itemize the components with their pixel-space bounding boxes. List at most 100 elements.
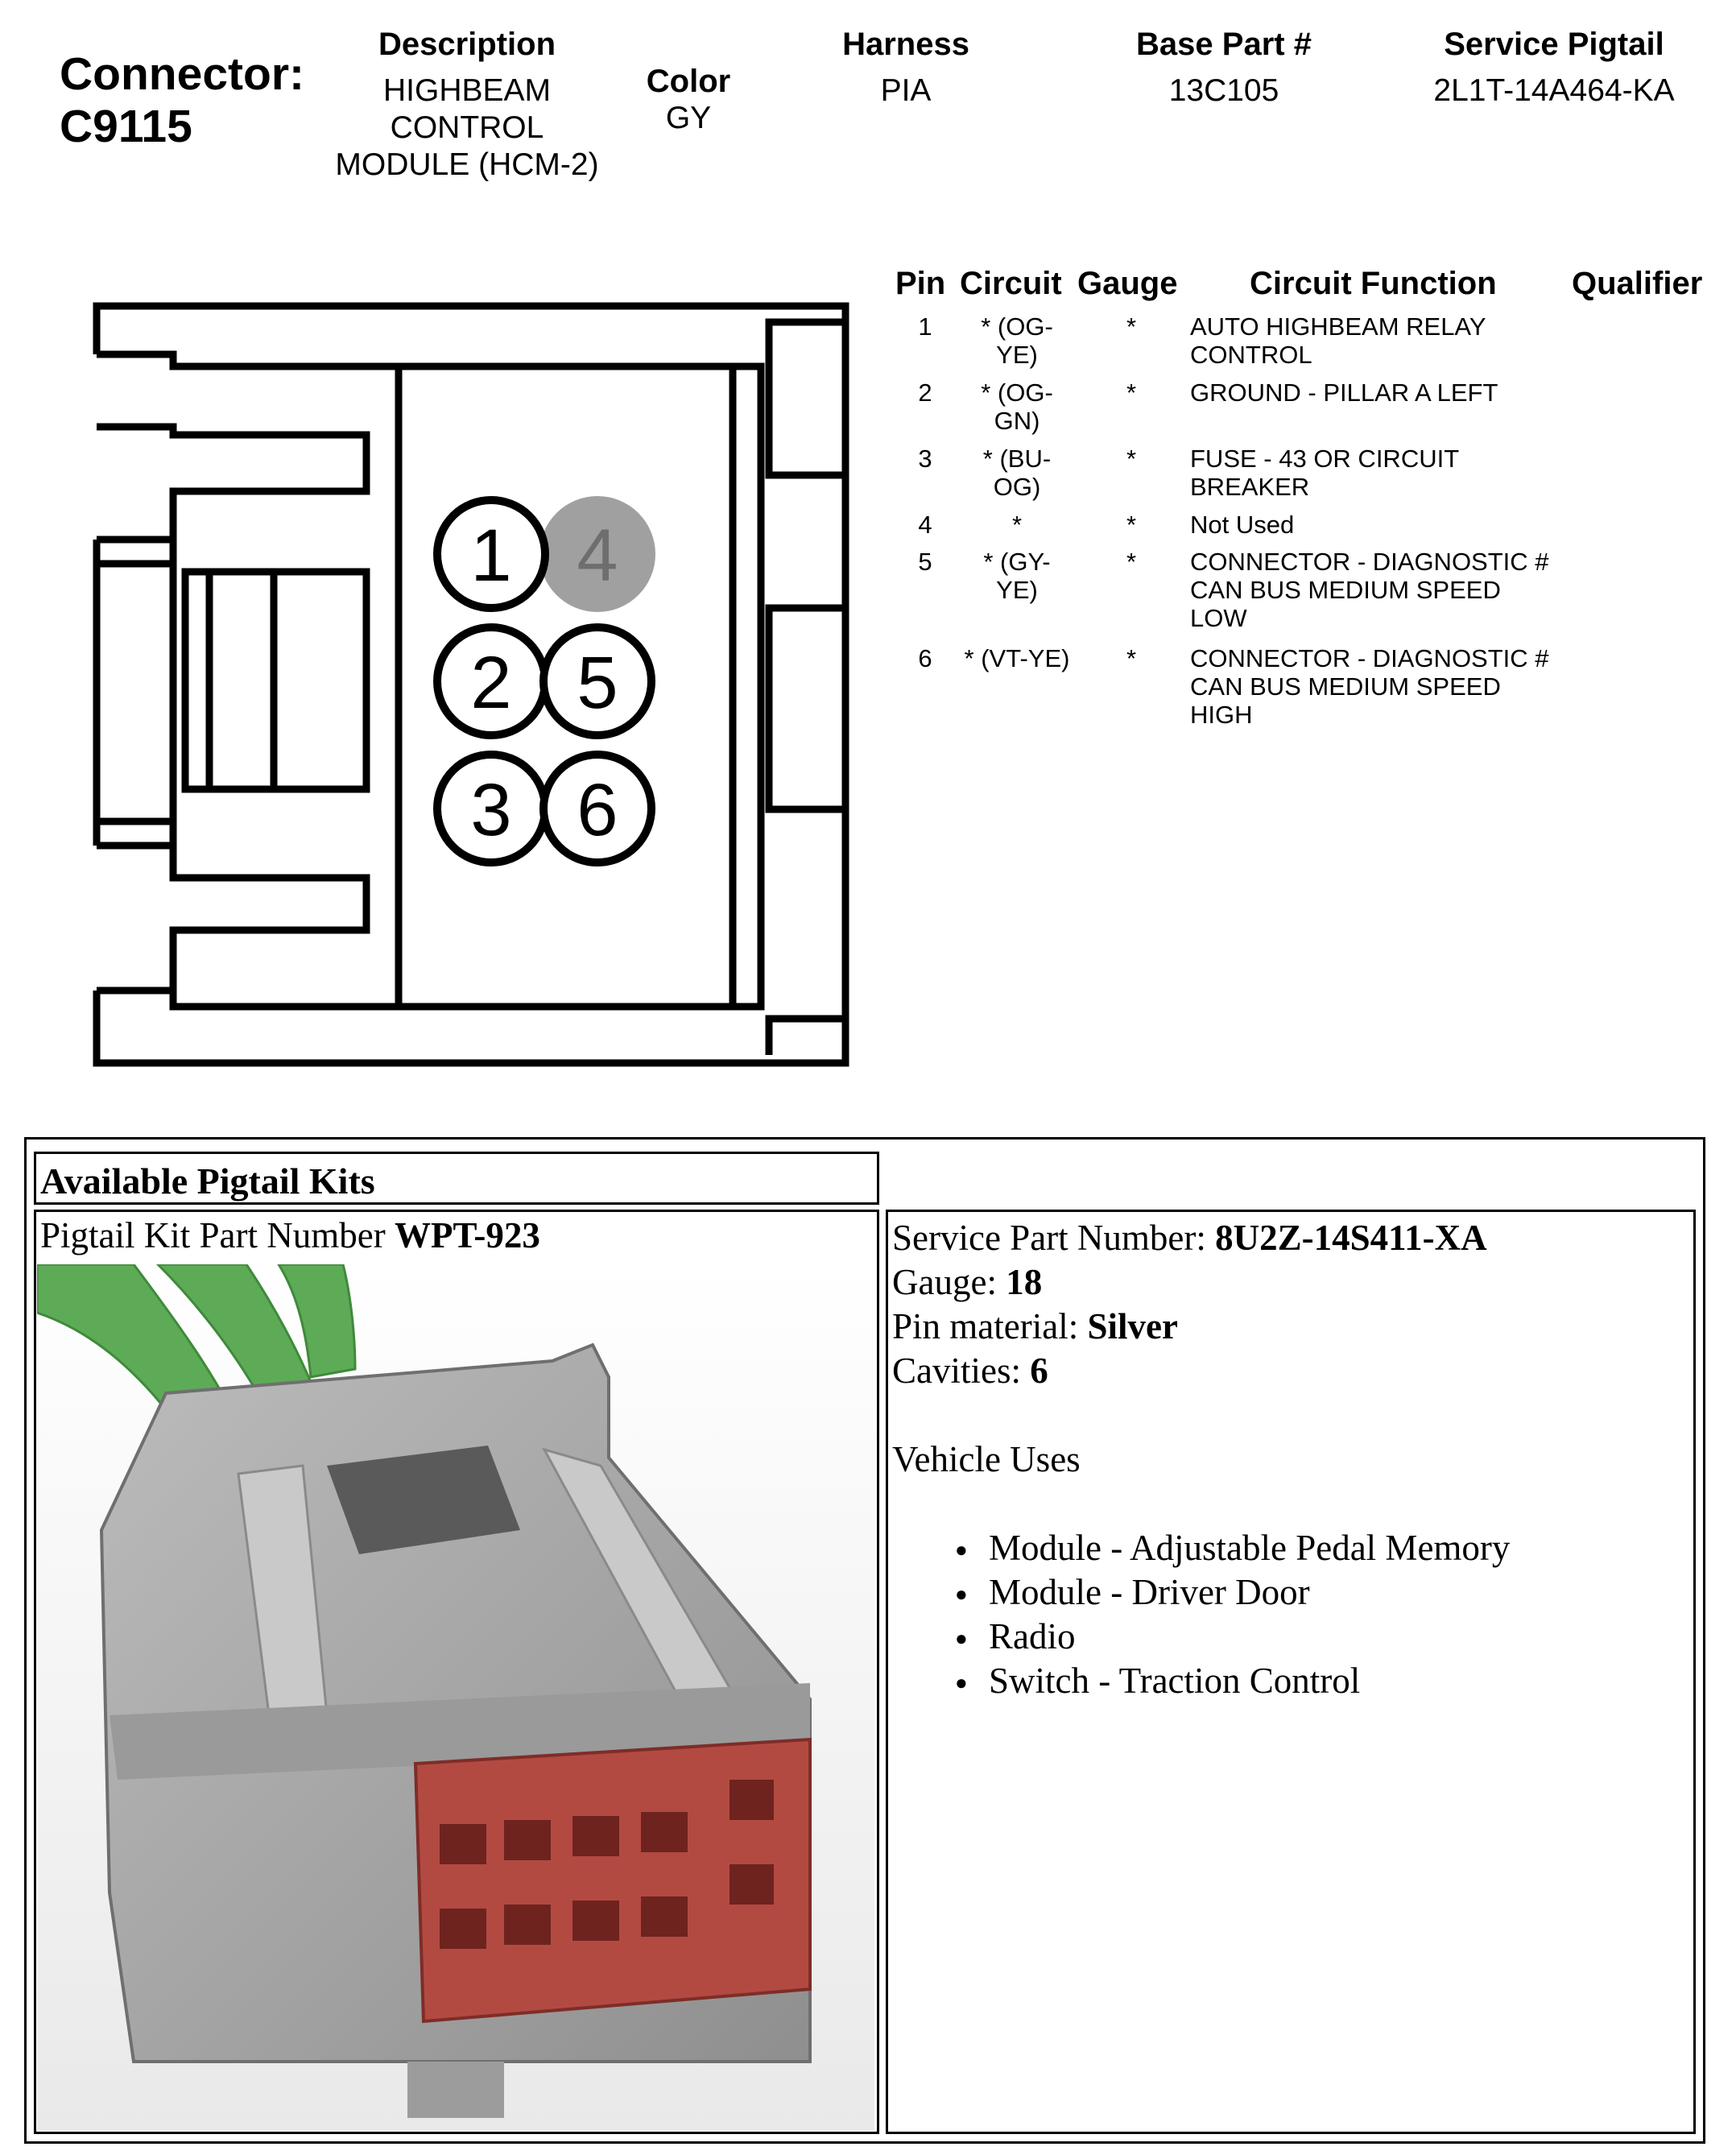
base-part-header: Base Part # — [1136, 27, 1312, 62]
vehicle-uses-list: Module - Adjustable Pedal Memory Module … — [892, 1526, 1510, 1705]
pin-cavity — [433, 496, 549, 612]
circuit-cell: * (BU-OG) — [958, 445, 1076, 501]
pin-number-label: 6 — [577, 769, 618, 851]
pin-number-cell: 5 — [905, 548, 945, 576]
circuit-column-header: Circuit — [960, 266, 1062, 301]
pin-number-cell: 6 — [905, 644, 945, 672]
pin-number-cell: 4 — [905, 511, 945, 539]
color-value: GY — [665, 101, 712, 135]
vehicle-uses-title: Vehicle Uses — [892, 1439, 1081, 1479]
red-terminal-insert — [413, 1737, 812, 2024]
circuit-cell-line: YE) — [996, 341, 1038, 369]
gauge-cell: * — [1119, 312, 1143, 341]
cavities-line: Cavities: 6 — [892, 1349, 1510, 1393]
circuit-function-cell-line: CAN BUS MEDIUM SPEED — [1190, 672, 1501, 701]
vehicle-use-item: Module - Driver Door — [892, 1570, 1510, 1616]
pin-number-cell: 3 — [905, 445, 945, 473]
service-part-line: Service Part Number: 8U2Z-14S411-XA — [892, 1216, 1510, 1260]
vehicle-use-item: Switch - Traction Control — [892, 1659, 1510, 1705]
description-value: HIGHBEAM CONTROL MODULE (HCM-2) — [306, 72, 628, 184]
service-part-value: 8U2Z-14S411-XA — [1215, 1218, 1487, 1258]
gauge-cell-line: * — [1126, 644, 1137, 672]
pin-column-header: Pin — [895, 266, 946, 301]
circuit-cell-line: GN) — [994, 407, 1040, 435]
circuit-function-cell-line: CONTROL — [1190, 341, 1312, 369]
description-header: Description — [378, 27, 556, 62]
base-part-column: Base Part # 13C105 — [1111, 26, 1337, 110]
pigtail-connector-photo — [37, 1264, 874, 2131]
description-line: CONTROL — [390, 110, 544, 145]
pin-number-cell: 1 — [905, 312, 945, 341]
circuit-cell-line: YE) — [996, 576, 1038, 604]
circuit-cell-line: * (VT-YE) — [964, 644, 1070, 672]
pin-number-cell-line: 1 — [918, 312, 932, 341]
gauge-cell-line: * — [1126, 511, 1137, 539]
gauge-cell-line: * — [1126, 548, 1137, 576]
harness-column: Harness PIA — [805, 26, 1006, 110]
description-line: HIGHBEAM — [382, 73, 552, 108]
circuit-function-cell: Not Used — [1190, 511, 1609, 539]
connector-label: Connector: — [60, 48, 304, 100]
pin-cavity — [539, 751, 655, 867]
pin-number-label: 4 — [577, 515, 618, 597]
gauge-cell: * — [1119, 378, 1143, 407]
connector-id: C9115 — [60, 101, 192, 152]
connector-heading: Connector: C9115 — [60, 48, 304, 153]
pigtail-kits-panel — [24, 1137, 1705, 2144]
circuit-function-cell-line: CONNECTOR - DIAGNOSTIC # — [1190, 644, 1549, 672]
pin-number-label: 1 — [470, 515, 511, 597]
circuit-function-cell-line: AUTO HIGHBEAM RELAY — [1190, 312, 1486, 341]
gauge-cell: * — [1119, 445, 1143, 473]
gauge-cell: * — [1119, 511, 1143, 539]
kit-part-label: Pigtail Kit Part Number — [40, 1215, 395, 1255]
pin-number-cell-line: 6 — [918, 644, 932, 672]
pin-number-label: 3 — [470, 769, 511, 851]
color-column: Color GY — [612, 63, 765, 137]
circuit-cell-line: * (OG- — [981, 312, 1053, 341]
pin-number-cell-line: 3 — [918, 445, 932, 473]
circuit-function-cell-line: LOW — [1190, 604, 1247, 632]
circuit-cell: * (OG-YE) — [958, 312, 1076, 369]
gauge-cell-line: * — [1126, 445, 1137, 473]
harness-header: Harness — [842, 27, 969, 62]
circuit-function-cell: GROUND - PILLAR A LEFT — [1190, 378, 1609, 407]
pin-number-label: 5 — [577, 642, 618, 724]
circuit-function-cell-line: BREAKER — [1190, 473, 1310, 501]
pin-cavity-unused — [539, 496, 655, 612]
pigtail-kits-title: Available Pigtail Kits — [40, 1160, 375, 1202]
pin-cavity — [539, 623, 655, 739]
pin-number-cell: 2 — [905, 378, 945, 407]
gauge-cell: * — [1119, 644, 1143, 672]
cavities-value: 6 — [1030, 1350, 1048, 1391]
harness-value: PIA — [880, 73, 932, 108]
gauge-line: Gauge: 18 — [892, 1260, 1510, 1305]
circuit-cell-line: * (OG- — [981, 378, 1053, 407]
pigtail-photo-cell — [34, 1210, 879, 2134]
circuit-cell: * (VT-YE) — [958, 644, 1076, 672]
circuit-function-cell-line: Not Used — [1190, 511, 1295, 539]
description-column: Description HIGHBEAM CONTROL MODULE (HCM… — [306, 26, 628, 184]
circuit-function-column-header: Circuit Function — [1250, 266, 1497, 301]
circuit-cell: * (GY-YE) — [958, 548, 1076, 604]
kit-part-value: WPT-923 — [394, 1215, 540, 1255]
service-pigtail-column: Service Pigtail 2L1T-14A464-KA — [1401, 26, 1707, 110]
circuit-cell-line: * — [1011, 511, 1023, 539]
pin-number-cell-line: 2 — [918, 378, 932, 407]
connector-housing-outline — [93, 302, 849, 1067]
circuit-cell-line: OG) — [993, 473, 1041, 501]
circuit-function-cell-line: GROUND - PILLAR A LEFT — [1190, 378, 1498, 407]
circuit-function-cell-line: CONNECTOR - DIAGNOSTIC # — [1190, 548, 1549, 576]
vehicle-use-item: Radio — [892, 1615, 1510, 1661]
service-pigtail-value: 2L1T-14A464-KA — [1433, 73, 1675, 108]
pin-material-value: Silver — [1087, 1306, 1178, 1346]
service-part-label: Service Part Number: — [892, 1218, 1216, 1258]
qualifier-column-header: Qualifier — [1572, 266, 1703, 301]
gauge-cell: * — [1119, 548, 1143, 576]
pin-number-cell-line: 4 — [918, 511, 932, 539]
gauge-column-header: Gauge — [1077, 266, 1178, 301]
pigtail-details: Service Part Number: 8U2Z-14S411-XA Gaug… — [892, 1216, 1510, 1705]
